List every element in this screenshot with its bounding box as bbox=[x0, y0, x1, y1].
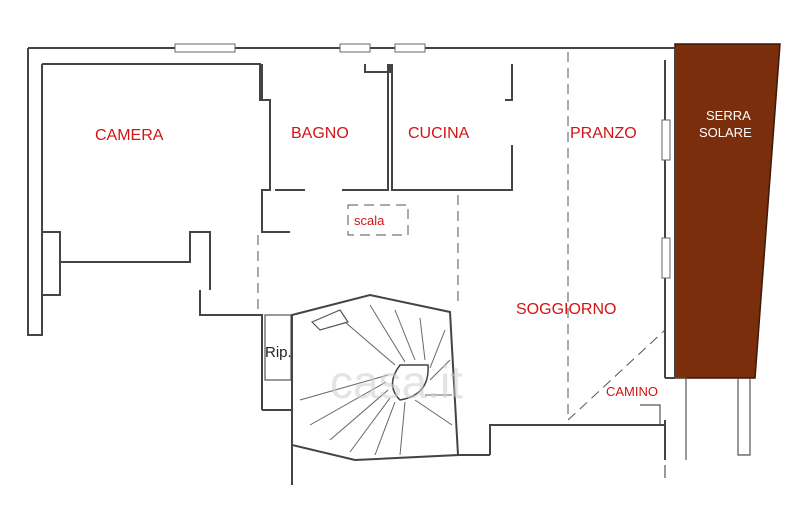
room-label-pranzo: PRANZO bbox=[570, 125, 637, 142]
serra-solare-area bbox=[674, 43, 781, 379]
cucina-walls bbox=[391, 64, 513, 191]
room-label-serra-line2: SOLARE bbox=[699, 125, 752, 140]
room-label-camera: CAMERA bbox=[95, 127, 164, 144]
room-label-soggiorno: SOGGIORNO bbox=[516, 301, 616, 318]
camera-walls bbox=[42, 231, 263, 410]
windows bbox=[174, 43, 671, 279]
room-label-rip: Rip. bbox=[265, 344, 292, 361]
room-label-bagno: BAGNO bbox=[291, 125, 349, 142]
dashed-boundaries bbox=[257, 52, 666, 421]
room-label-cucina: CUCINA bbox=[408, 125, 470, 142]
lower-walls bbox=[262, 404, 666, 485]
room-label-scala: scala bbox=[354, 213, 385, 228]
bagno-walls bbox=[261, 64, 391, 233]
watermark-text: casa.it bbox=[330, 356, 463, 408]
room-label-serra-line1: SERRA bbox=[706, 108, 751, 123]
room-label-camino: CAMINO bbox=[606, 384, 658, 399]
outer-walls bbox=[27, 47, 751, 460]
